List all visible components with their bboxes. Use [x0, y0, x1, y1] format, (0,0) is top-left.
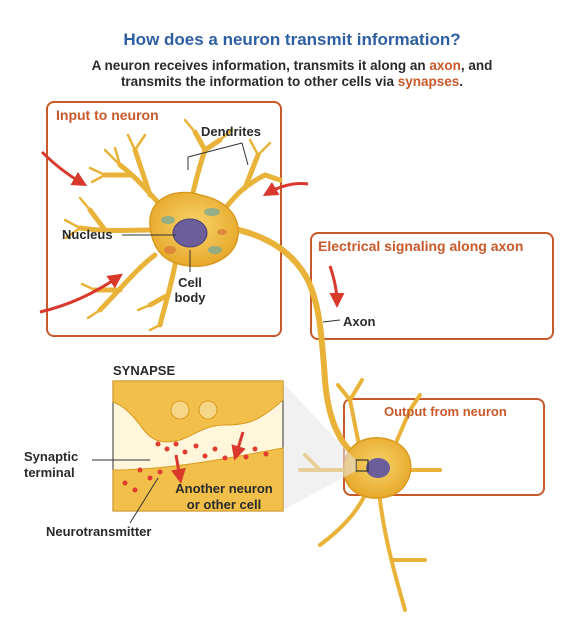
nucleus	[172, 218, 208, 248]
diagram-subtitle: A neuron receives information, transmits…	[91, 58, 493, 89]
input-panel-title: Input to neuron	[56, 107, 159, 123]
output-panel-title: Output from neuron	[384, 404, 507, 419]
axon-label: Axon	[343, 314, 376, 329]
electrical-panel	[310, 232, 554, 340]
diagram-title: How does a neuron transmit information?	[123, 30, 461, 49]
dendrites-label: Dendrites	[201, 124, 261, 139]
signal-arrows	[39, 150, 345, 314]
nucleus-label: Nucleus	[62, 227, 113, 242]
synapse-inset	[112, 380, 284, 512]
synapse-heading: SYNAPSE	[113, 363, 176, 378]
electrical-panel-title: Electrical signaling along axon	[318, 238, 524, 254]
axon-fiber	[227, 225, 363, 463]
neurotransmitter-label: Neurotransmitter	[46, 524, 152, 539]
